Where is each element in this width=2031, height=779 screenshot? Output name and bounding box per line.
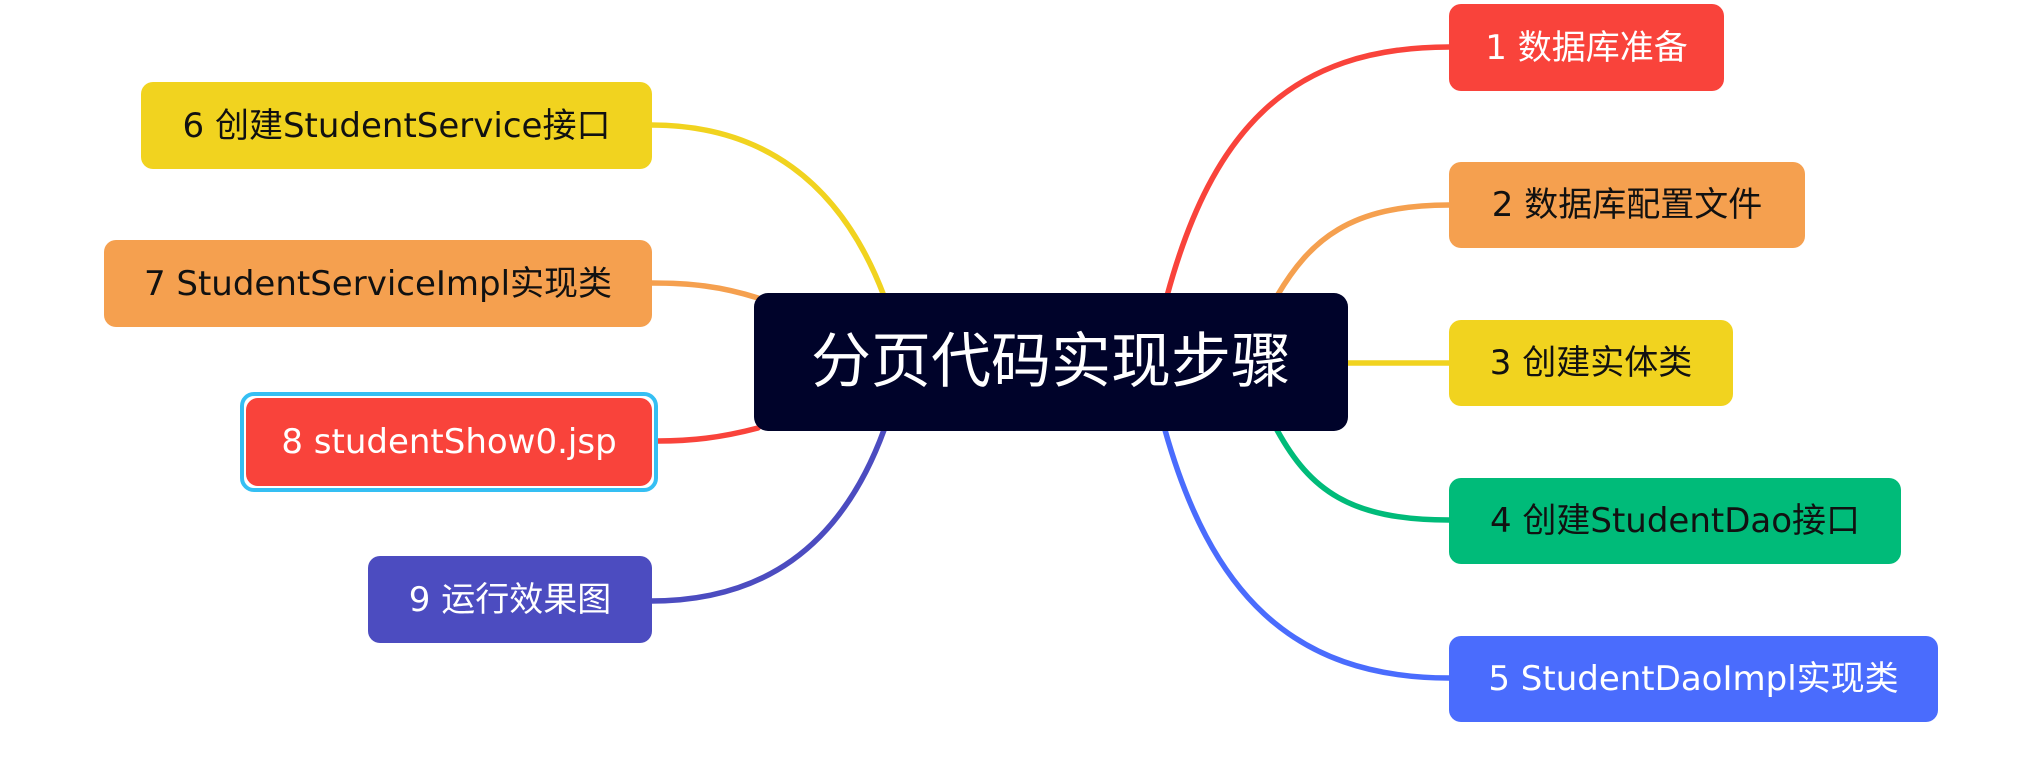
branch-node-7[interactable]: 7 StudentServiceImpl实现类: [104, 240, 652, 327]
connector-7: [648, 280, 761, 301]
branch-node-3-label: 3 创建实体类: [1489, 343, 1693, 383]
branch-node-5-label: 5 StudentDaoImpl实现类: [1488, 659, 1899, 699]
branch-node-9-label: 9 运行效果图: [408, 579, 612, 620]
branch-node-7-label: 7 StudentServiceImpl实现类: [143, 263, 613, 304]
connector-6: [648, 122, 887, 299]
central-topic[interactable]: 分页代码实现步骤: [754, 293, 1348, 431]
branch-node-6[interactable]: 6 创建StudentService接口: [141, 82, 652, 169]
branch-node-4[interactable]: 4 创建StudentDao接口: [1449, 478, 1901, 564]
central-topic-label: 分页代码实现步骤: [811, 327, 1291, 397]
branch-node-8-label: 8 studentShow0.jsp: [281, 422, 617, 462]
branch-node-2[interactable]: 2 数据库配置文件: [1449, 162, 1805, 248]
branch-node-3[interactable]: 3 创建实体类: [1449, 320, 1733, 406]
branch-node-2-label: 2 数据库配置文件: [1491, 185, 1763, 225]
connector-1: [1164, 44, 1452, 299]
connector-5: [1162, 427, 1452, 681]
connector-2: [1274, 202, 1452, 299]
branch-node-1[interactable]: 1 数据库准备: [1449, 4, 1724, 91]
branch-node-6-label: 6 创建StudentService接口: [182, 105, 611, 146]
branch-node-1-label: 1 数据库准备: [1485, 27, 1688, 68]
connector-9: [648, 427, 887, 604]
branch-node-5[interactable]: 5 StudentDaoImpl实现类: [1449, 636, 1938, 722]
connector-4: [1274, 427, 1452, 523]
branch-node-4-label: 4 创建StudentDao接口: [1489, 501, 1861, 541]
branch-node-9[interactable]: 9 运行效果图: [368, 556, 652, 643]
connector-8: [655, 425, 761, 444]
branch-node-8[interactable]: 8 studentShow0.jsp: [246, 398, 652, 486]
